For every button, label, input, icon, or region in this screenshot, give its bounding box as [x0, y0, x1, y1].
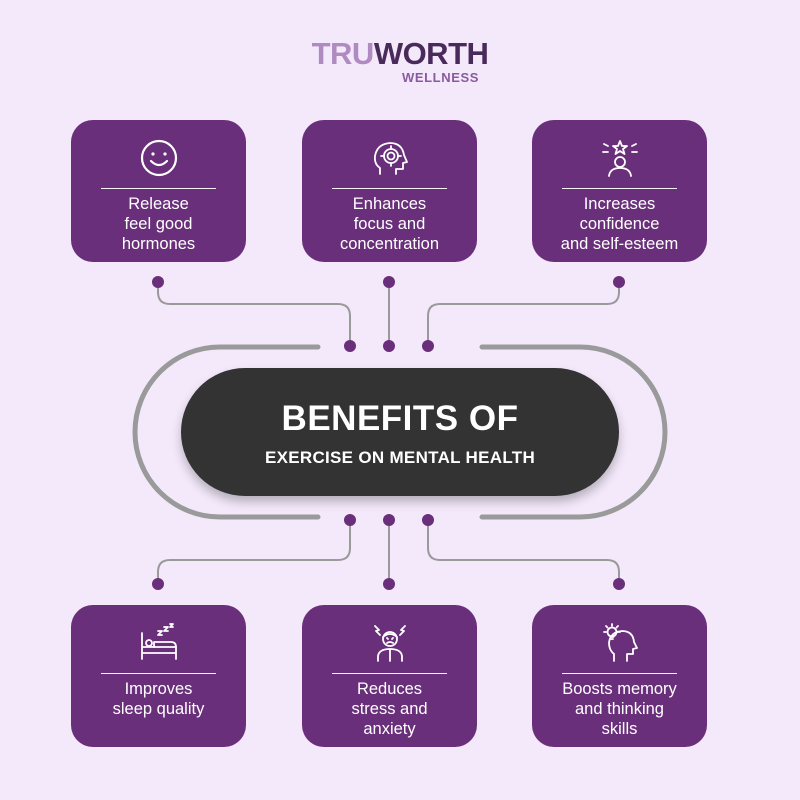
benefit-card-focus: Enhances focus and concentration — [302, 120, 477, 262]
dot-top-left-card — [152, 276, 164, 288]
benefit-label-line: sleep quality — [112, 700, 205, 718]
benefit-label-line: stress and — [351, 700, 428, 718]
connector-top-left — [157, 282, 351, 346]
dot-bottom-right-card — [613, 578, 625, 590]
benefit-label-line: and self-esteem — [560, 235, 679, 253]
dot-top-middle-card — [383, 276, 395, 288]
dot-bottom-left-card — [152, 578, 164, 590]
card-divider — [562, 673, 677, 674]
card-divider — [101, 673, 216, 674]
benefit-card-stress: Reduces stress and anxiety — [302, 605, 477, 747]
logo-part-tru: TRU — [311, 36, 375, 71]
dot-top-right-pill — [422, 340, 434, 352]
head-lightbulb-icon — [532, 623, 707, 663]
dot-top-right-card — [613, 276, 625, 288]
benefit-label-line: and thinking — [575, 700, 664, 718]
benefit-label: Boosts memory and thinking skills — [532, 679, 707, 739]
connector-bottom-left — [157, 520, 351, 584]
bracket-right — [479, 344, 668, 520]
benefit-card-feel-good: Release feel good hormones — [71, 120, 246, 262]
logo-subtitle: WELLNESS — [402, 70, 480, 85]
benefit-label-line: hormones — [121, 235, 196, 253]
card-divider — [562, 188, 677, 189]
benefit-card-memory: Boosts memory and thinking skills — [532, 605, 707, 747]
center-title-pill: BENEFITS OF EXERCISE ON MENTAL HEALTH — [181, 368, 619, 496]
benefit-label-line: focus and — [353, 215, 426, 233]
benefit-label-line: Reduces — [356, 680, 423, 698]
benefit-label: Enhances focus and concentration — [302, 194, 477, 254]
dot-top-middle-pill — [383, 340, 395, 352]
bed-sleep-icon — [71, 623, 246, 663]
benefit-label-line: Enhances — [352, 195, 427, 213]
dot-bottom-right-pill — [422, 514, 434, 526]
benefit-label-line: anxiety — [363, 720, 416, 738]
dot-top-left-pill — [344, 340, 356, 352]
benefit-label-line: skills — [601, 720, 638, 738]
benefit-label-line: Boosts memory — [562, 680, 677, 698]
benefit-label: Increases confidence and self-esteem — [532, 194, 707, 254]
logo: TRUWORTH WELLNESS — [0, 38, 800, 86]
dot-bottom-left-pill — [344, 514, 356, 526]
star-person-icon — [532, 138, 707, 178]
benefit-card-sleep: Improves sleep quality — [71, 605, 246, 747]
benefit-label: Reduces stress and anxiety — [302, 679, 477, 739]
benefit-label-line: Release — [128, 195, 189, 213]
logo-wordmark: TRUWORTH — [312, 38, 489, 70]
bracket-left — [132, 344, 321, 520]
card-divider — [332, 188, 447, 189]
benefit-label-line: confidence — [579, 215, 660, 233]
benefit-label-line: Improves — [124, 680, 193, 698]
benefit-label-line: Increases — [583, 195, 656, 213]
benefit-card-confidence: Increases confidence and self-esteem — [532, 120, 707, 262]
head-target-icon — [302, 138, 477, 178]
dot-bottom-middle-pill — [383, 514, 395, 526]
card-divider — [332, 673, 447, 674]
benefit-label: Release feel good hormones — [71, 194, 246, 254]
benefit-label: Improves sleep quality — [71, 679, 246, 719]
logo-part-worth: WORTH — [373, 36, 489, 71]
center-title: BENEFITS OF — [281, 399, 519, 438]
benefit-label-line: feel good — [124, 215, 193, 233]
connector-top-right — [427, 282, 620, 346]
card-divider — [101, 188, 216, 189]
benefit-label-line: concentration — [339, 235, 440, 253]
dot-bottom-middle-card — [383, 578, 395, 590]
stressed-person-icon — [302, 623, 477, 663]
center-subtitle: EXERCISE ON MENTAL HEALTH — [264, 448, 536, 467]
connector-bottom-right — [427, 520, 620, 584]
smiley-face-icon — [71, 138, 246, 178]
